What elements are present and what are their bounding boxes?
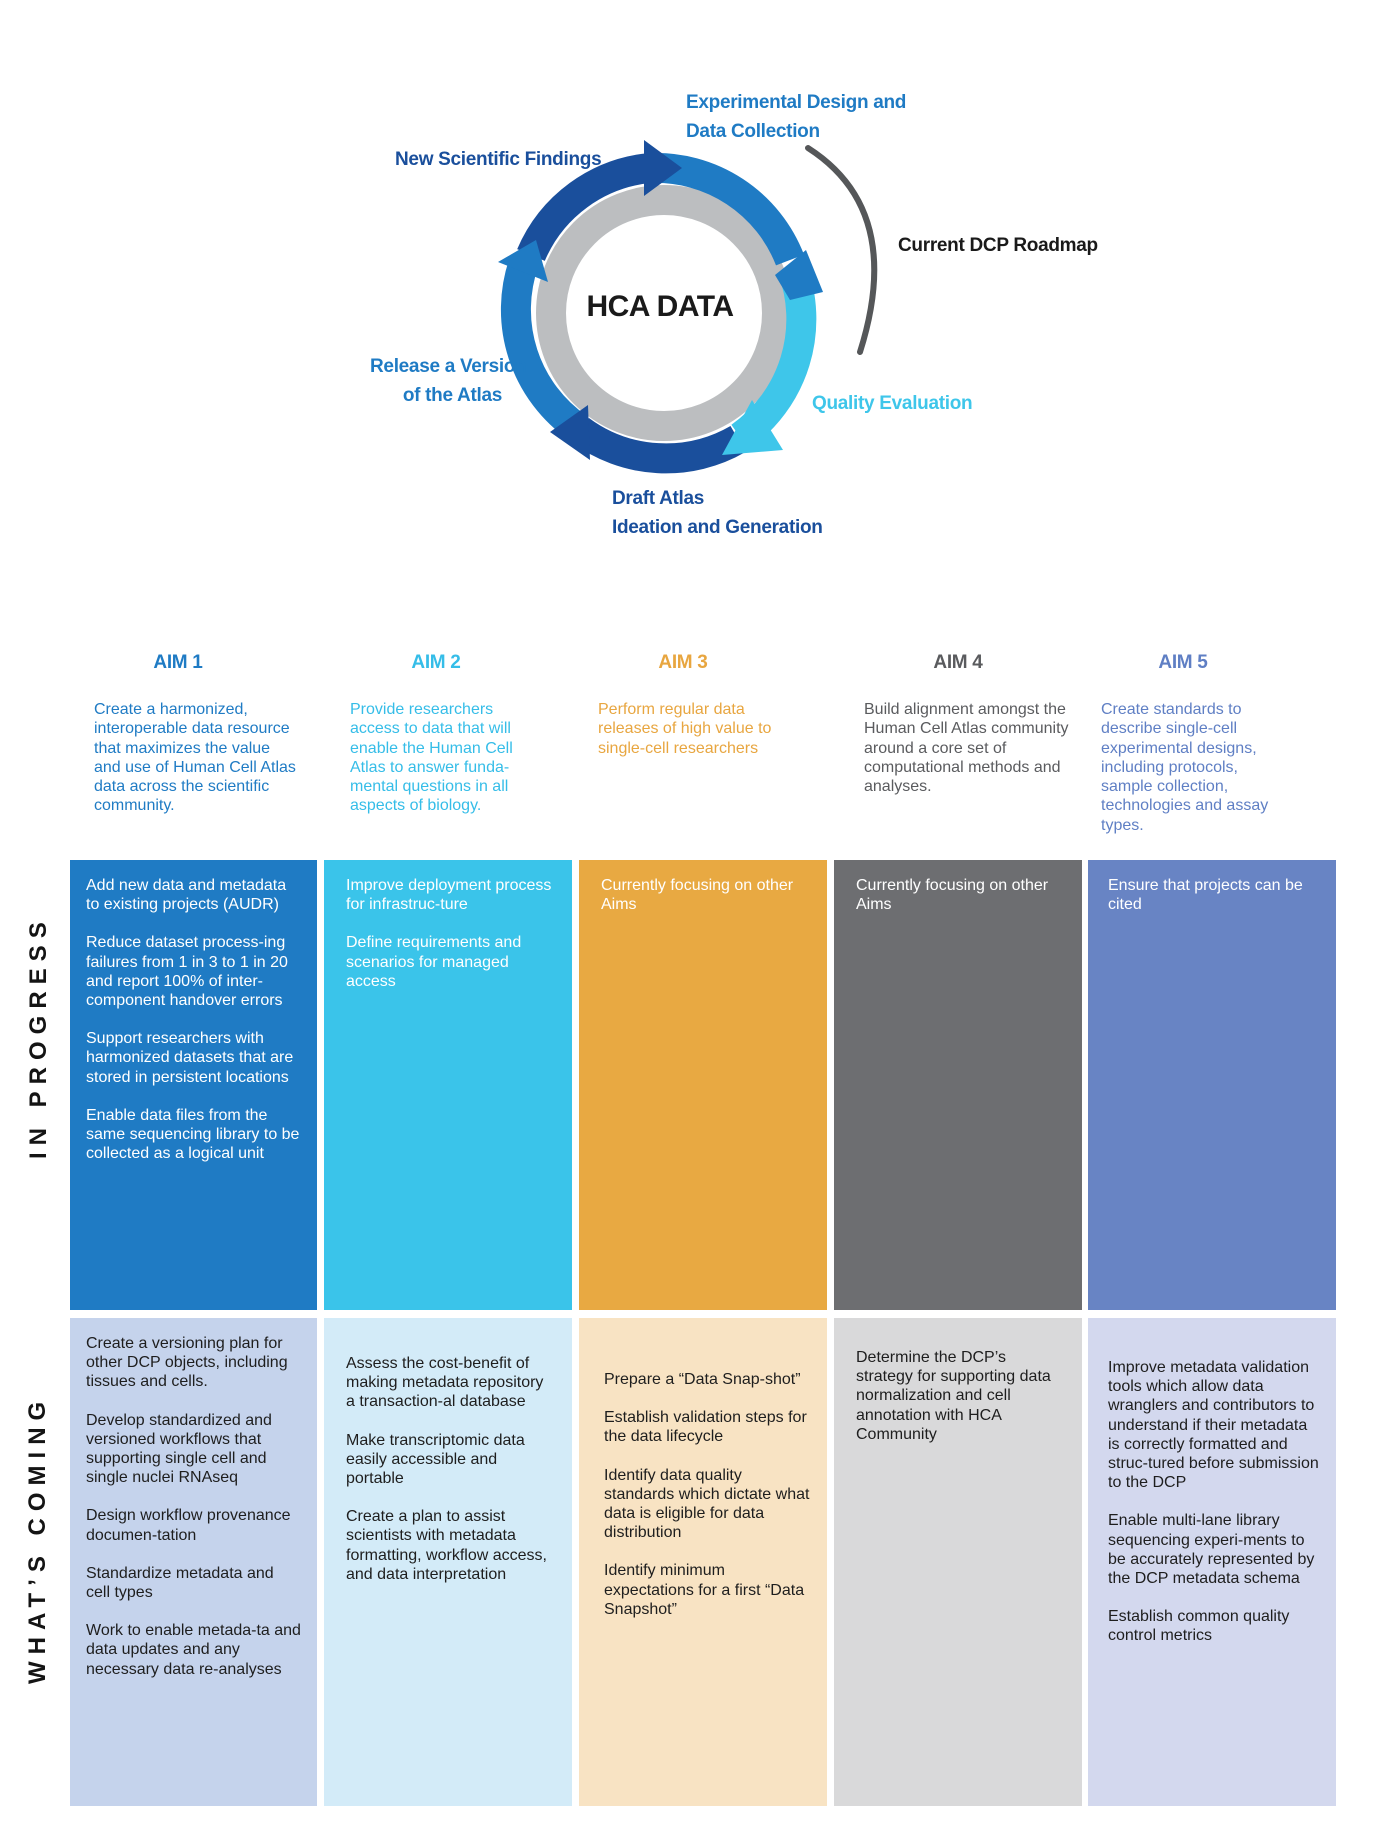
list-item: Create a plan to assist scientists with … bbox=[346, 1508, 547, 1583]
whats-coming-aim-5: Improve metadata validation tools which … bbox=[1088, 1318, 1336, 1806]
aim-2-desc: Provide researchers access to data that … bbox=[350, 701, 513, 815]
list-item: Support researchers with harmonized data… bbox=[86, 1030, 294, 1086]
cycle-center-title: HCA DATA bbox=[586, 290, 734, 323]
aim-3-title: AIM 3 bbox=[658, 652, 708, 673]
aim-4-title: AIM 4 bbox=[933, 652, 983, 673]
label-experimental: Experimental Design and Data Collection bbox=[686, 88, 906, 146]
label-draft: Draft Atlas Ideation and Generation bbox=[612, 484, 823, 542]
whats-coming-aim-4: Determine the DCP’s strategy for support… bbox=[834, 1318, 1082, 1806]
label-experimental-line1: Experimental Design and bbox=[686, 92, 907, 113]
in-progress-aim-2: Improve deployment process for infrastru… bbox=[324, 860, 572, 1310]
label-findings: New Scientific Findings bbox=[395, 149, 602, 170]
segment-draft bbox=[571, 417, 746, 474]
in-progress-label: IN PROGRESS bbox=[25, 915, 52, 1159]
whats-coming-aim-2: Assess the cost-benefit of making metada… bbox=[324, 1318, 572, 1806]
aim-1-desc: Create a harmonized, interoperable data … bbox=[94, 701, 296, 815]
aim-5-desc: Create standards to describe single-cell… bbox=[1101, 701, 1269, 834]
aim-4-desc: Build alignment amongst the Human Cell A… bbox=[864, 701, 1069, 796]
aim-5-title: AIM 5 bbox=[1158, 652, 1208, 673]
list-item: Design workflow provenance documen-tatio… bbox=[86, 1507, 291, 1544]
aim-2-title: AIM 2 bbox=[411, 652, 461, 673]
roadmap-arc bbox=[805, 145, 878, 355]
segment-release bbox=[500, 257, 587, 441]
list-item: Enable data files from the same sequenci… bbox=[86, 1106, 300, 1163]
in-progress-aim-4: Currently focusing on other Aims bbox=[834, 860, 1082, 1310]
list-item: Establish validation steps for the data … bbox=[604, 1409, 807, 1446]
label-release-line1: Release a Version bbox=[370, 356, 527, 377]
label-quality: Quality Evaluation bbox=[812, 393, 973, 414]
list-item: Prepare a “Data Snap-shot” bbox=[604, 1371, 801, 1388]
list-item: Work to enable metada-ta and data update… bbox=[86, 1622, 301, 1678]
label-draft-line1: Draft Atlas bbox=[612, 488, 705, 509]
arrow-experimental bbox=[775, 250, 823, 300]
aim-1-title: AIM 1 bbox=[153, 652, 203, 673]
list-item: Add new data and metadata to existing pr… bbox=[86, 877, 287, 914]
whats-coming-aim-1: Create a versioning plan for other DCP o… bbox=[70, 1318, 317, 1806]
list-item: Improve metadata validation tools which … bbox=[1108, 1359, 1319, 1492]
list-item: Identify minimum expectations for a firs… bbox=[604, 1562, 805, 1618]
arrow-findings bbox=[644, 140, 682, 196]
list-item: Improve deployment process for infrastru… bbox=[346, 877, 552, 914]
in-progress-aim-5: Ensure that projects can be cited bbox=[1088, 860, 1336, 1310]
list-item: Define requirements and scenarios for ma… bbox=[346, 934, 522, 990]
list-item: Establish common quality control metrics bbox=[1108, 1608, 1290, 1645]
list-item: Ensure that projects can be cited bbox=[1108, 877, 1303, 914]
list-item: Currently focusing on other Aims bbox=[601, 877, 794, 914]
whats-coming-label: WHAT’S COMING bbox=[24, 1394, 51, 1684]
list-item: Determine the DCP’s strategy for support… bbox=[856, 1349, 1051, 1443]
list-item: Enable multi-lane library sequencing exp… bbox=[1108, 1512, 1315, 1588]
list-item: Reduce dataset process-ing failures from… bbox=[86, 934, 288, 1010]
list-item: Make transcriptomic data easily accessib… bbox=[346, 1431, 525, 1488]
in-progress-aim-1: Add new data and metadata to existing pr… bbox=[70, 860, 317, 1310]
arrow-release bbox=[498, 240, 548, 282]
arrow-quality bbox=[722, 400, 783, 455]
list-item: Currently focusing on other Aims bbox=[856, 877, 1049, 914]
inner-gray-ring bbox=[536, 185, 792, 441]
label-roadmap: Current DCP Roadmap bbox=[898, 235, 1098, 256]
segment-findings bbox=[517, 153, 652, 262]
label-release: Release a Version of the Atlas bbox=[370, 352, 527, 410]
list-item: Develop standardized and versioned workf… bbox=[86, 1411, 272, 1487]
in-progress-aim-3: Currently focusing on other Aims bbox=[579, 860, 827, 1310]
cycle-ring bbox=[498, 140, 878, 474]
aim-3-desc: Perform regular data releases of high va… bbox=[598, 701, 772, 757]
list-item: Identify data quality standards which di… bbox=[604, 1466, 810, 1542]
whats-coming-aim-3: Prepare a “Data Snap-shot” Establish val… bbox=[579, 1318, 827, 1806]
list-item: Create a versioning plan for other DCP o… bbox=[86, 1335, 288, 1391]
label-experimental-line2: Data Collection bbox=[686, 121, 820, 142]
hca-cycle-diagram: HCA DATA Experimental Design and Data Co… bbox=[0, 0, 1397, 580]
list-item: Assess the cost-benefit of making metada… bbox=[346, 1355, 544, 1411]
list-item: Standardize metadata and cell types bbox=[86, 1564, 274, 1602]
label-draft-line2: Ideation and Generation bbox=[612, 517, 823, 538]
label-release-line2: of the Atlas bbox=[402, 385, 502, 406]
arrow-draft bbox=[550, 405, 590, 460]
